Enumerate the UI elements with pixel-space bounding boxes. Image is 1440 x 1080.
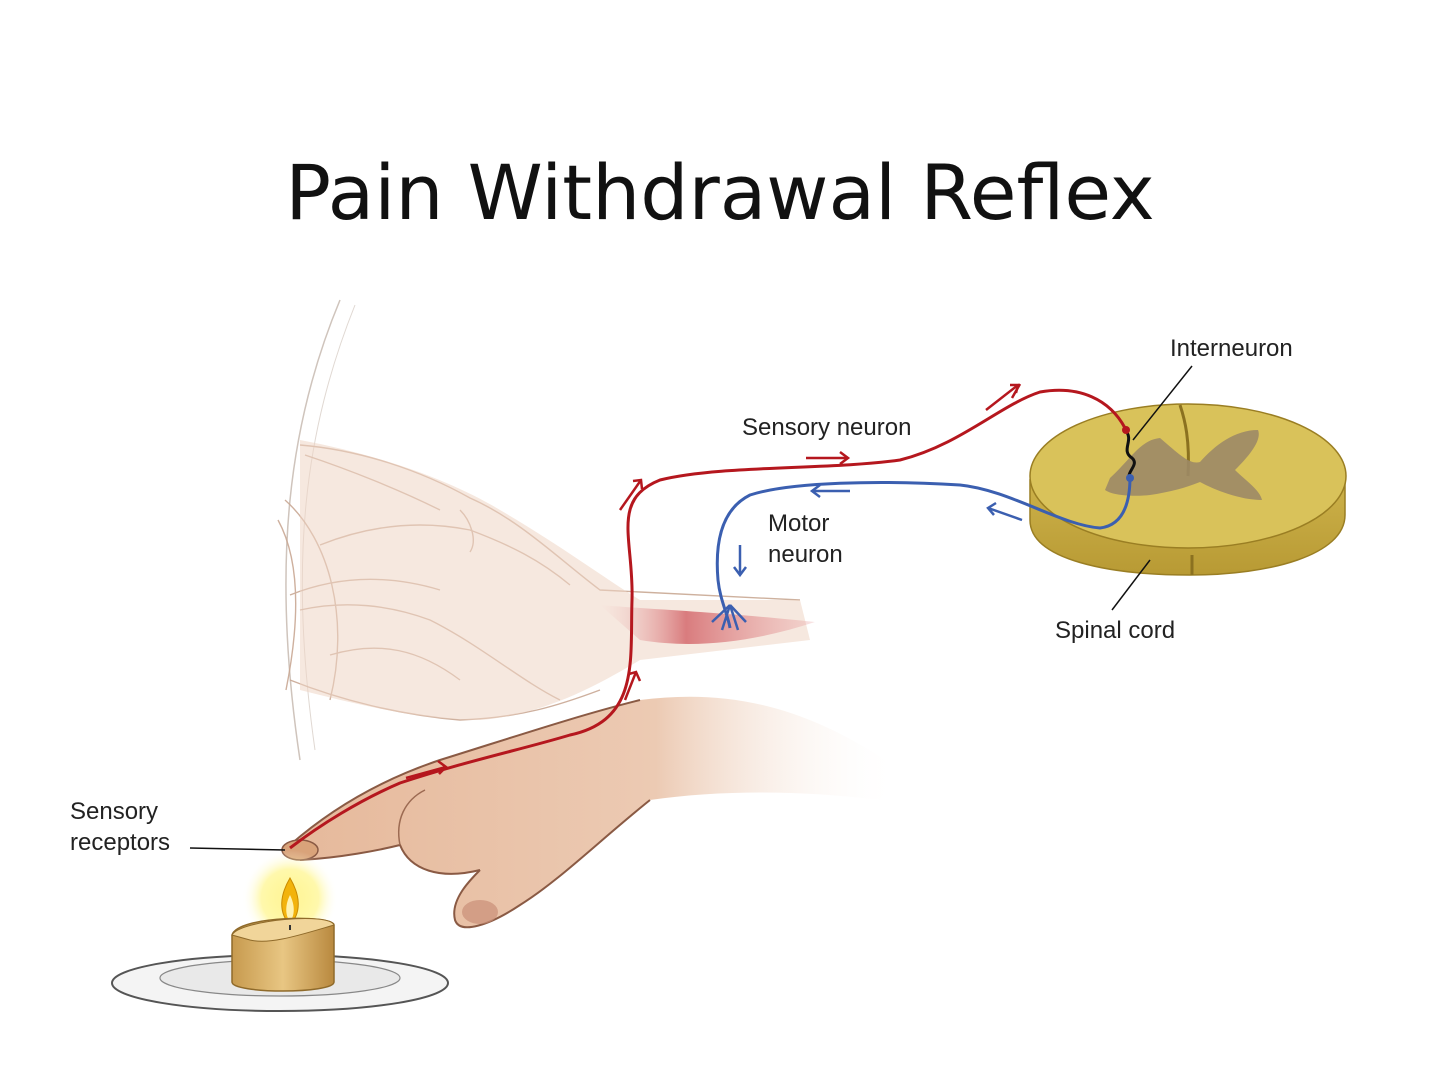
motor-neuron-label: Motor neuron [768, 508, 843, 570]
spinal-cord-label: Spinal cord [1055, 617, 1176, 644]
motor-neuron-label-line2: neuron [768, 541, 843, 568]
sensory-receptors-label-line2: receptors [70, 829, 171, 856]
muscle [600, 605, 815, 644]
sensory-arrows [405, 383, 1022, 780]
candle [231, 917, 335, 992]
spinal-cord-leader [1111, 559, 1151, 611]
motor-neuron-label-line1: Motor [768, 510, 830, 537]
motor-pathway [715, 476, 1132, 629]
interneuron-label: Interneuron [1170, 335, 1293, 362]
sensory-neuron-label: Sensory neuron [742, 414, 912, 441]
sensory-receptors-label: Sensory receptors [70, 796, 170, 858]
motion-arc [285, 299, 341, 761]
sensory-pathway [289, 388, 1127, 850]
slide-title: Pain Withdrawal Reflex [285, 148, 1155, 237]
sensory-receptors-label-line1: Sensory [70, 798, 159, 825]
interneuron [1123, 428, 1136, 481]
sensory-receptors-leader [189, 847, 286, 851]
spinal-cord-section [1029, 403, 1347, 576]
reaching-hand [281, 696, 900, 929]
grey-matter [1105, 430, 1262, 500]
motor-end-plate [711, 604, 747, 631]
motor-arrows [733, 484, 1023, 578]
withdrawn-hand-fill [300, 440, 810, 720]
interneuron-leader [1132, 365, 1193, 441]
